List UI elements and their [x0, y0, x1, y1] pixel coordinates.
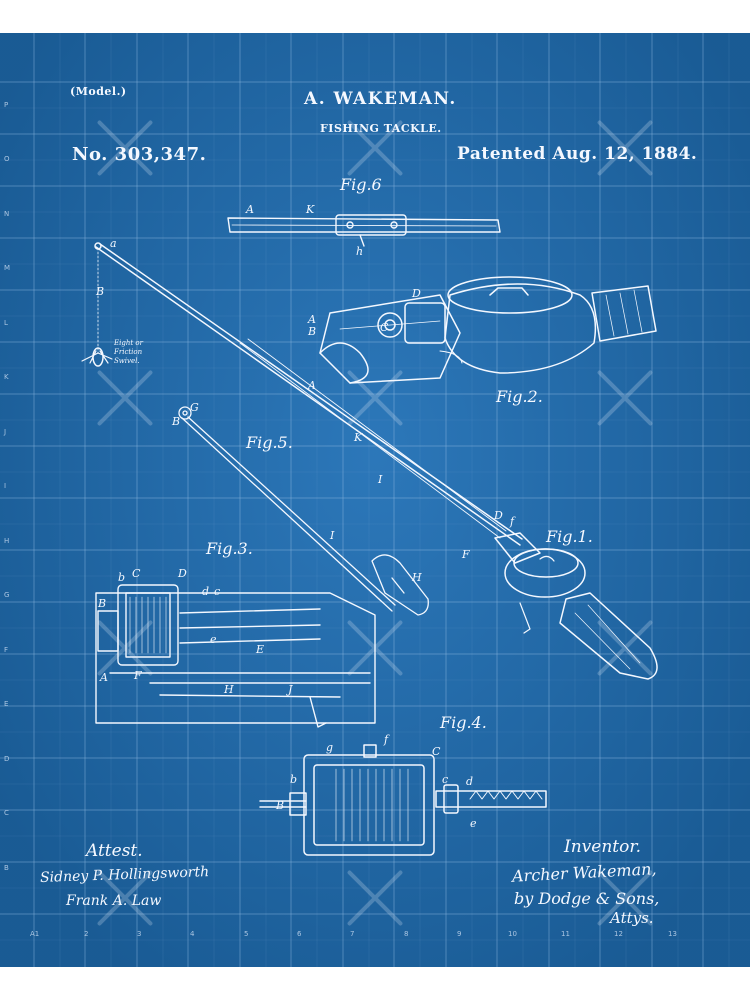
- svg-text:J: J: [286, 683, 293, 696]
- svg-text:G: G: [190, 401, 199, 414]
- svg-text:I: I: [329, 529, 335, 542]
- patent-number: No. 303,347.: [72, 144, 207, 165]
- blueprint-print: P O N M L K J I H G F E D C B A1 2 3 4 5…: [0, 33, 750, 967]
- ruler-bottom-label: 5: [244, 930, 249, 938]
- ruler-left-label: N: [4, 210, 10, 218]
- ruler-left-label: F: [4, 646, 9, 654]
- fig4-spool: [259, 744, 547, 856]
- fig3-label: Fig.3.: [206, 539, 253, 558]
- ruler-bottom-label: 11: [561, 930, 570, 938]
- fig5-line-guide: [178, 406, 429, 616]
- ruler-left-label: M: [4, 264, 11, 272]
- svg-text:C: C: [380, 321, 389, 334]
- svg-text:B: B: [307, 325, 316, 338]
- svg-text:d: d: [202, 585, 209, 598]
- svg-text:B: B: [275, 799, 284, 812]
- fig3-reel-section: [95, 584, 376, 728]
- svg-text:a: a: [110, 237, 117, 250]
- svg-text:h: h: [356, 245, 363, 258]
- ruler-left-label: P: [4, 101, 9, 109]
- fig4-label: Fig.4.: [440, 713, 487, 732]
- ruler-bottom-label: 10: [508, 930, 517, 938]
- svg-text:K: K: [353, 431, 363, 444]
- svg-text:b: b: [118, 571, 125, 584]
- attorney-label: Attys.: [610, 909, 654, 927]
- patent-title: FISHING TACKLE.: [320, 122, 442, 135]
- ruler-bottom-label: 8: [404, 930, 409, 938]
- svg-text:A: A: [307, 379, 316, 392]
- svg-text:D: D: [493, 509, 503, 522]
- ruler-left-label: I: [4, 482, 7, 490]
- ruler-left-label: E: [4, 700, 9, 708]
- ruler-left-label: C: [4, 809, 9, 817]
- svg-text:I: I: [377, 473, 383, 486]
- ruler-left-label: H: [4, 537, 10, 545]
- ruler-left-label: G: [4, 591, 10, 599]
- ruler-left-label: L: [4, 319, 8, 327]
- attorney-signature: by Dodge & Sons,: [514, 889, 660, 908]
- fig6-rod-joint: [227, 214, 501, 247]
- svg-text:D: D: [411, 287, 421, 300]
- witness-signature-2: Frank A. Law: [66, 893, 162, 909]
- ruler-bottom-label: 13: [668, 930, 677, 938]
- svg-text:F: F: [133, 669, 142, 682]
- ruler-left-label: B: [4, 864, 9, 872]
- svg-text:H: H: [411, 571, 422, 584]
- ruler-left-label: D: [4, 755, 10, 763]
- patent-drawing: aB AKh DAB CA KI DfF BG IH bCD dc eE BAF…: [81, 203, 658, 856]
- ruler-bottom-label: 4: [190, 930, 195, 938]
- ruler-bottom-label: 6: [297, 930, 302, 938]
- fig1-label: Fig.1.: [546, 527, 593, 546]
- svg-text:C: C: [432, 745, 441, 758]
- svg-text:D: D: [177, 567, 187, 580]
- ruler-bottom-label: 12: [614, 930, 623, 938]
- attest-label: Attest.: [86, 841, 143, 861]
- svg-text:c: c: [214, 585, 220, 598]
- ruler-bottom-label: 7: [350, 930, 355, 938]
- ruler-left-label: O: [4, 155, 10, 163]
- svg-text:F: F: [461, 548, 470, 561]
- ruler-left-label: J: [4, 428, 7, 436]
- svg-text:A: A: [245, 203, 254, 216]
- svg-text:C: C: [132, 567, 141, 580]
- inventor-label: Inventor.: [564, 837, 642, 857]
- patent-inventor-name: A. WAKEMAN.: [304, 89, 457, 109]
- svg-text:e: e: [210, 633, 217, 646]
- fig1-rod: [81, 242, 658, 680]
- fig2-reel: [319, 276, 657, 384]
- svg-text:B: B: [97, 597, 106, 610]
- svg-text:b: b: [290, 773, 297, 786]
- fig5-label: Fig.5.: [246, 433, 293, 452]
- svg-text:A: A: [99, 671, 108, 684]
- ruler-bottom-label: 3: [137, 930, 142, 938]
- svg-text:K: K: [305, 203, 315, 216]
- swivel-note: Eight or Friction Swivel.: [114, 339, 143, 365]
- ruler-bottom-label: 9: [457, 930, 462, 938]
- svg-text:f: f: [383, 733, 390, 746]
- fig2-label: Fig.2.: [496, 387, 543, 406]
- svg-text:f: f: [509, 515, 516, 528]
- svg-text:c: c: [442, 773, 448, 786]
- model-label: (Model.): [70, 85, 127, 98]
- ruler-bottom-label: 2: [84, 930, 89, 938]
- svg-text:B: B: [171, 415, 180, 428]
- svg-text:e: e: [470, 817, 477, 830]
- svg-text:B: B: [95, 285, 104, 298]
- ruler-left-label: K: [4, 373, 9, 381]
- svg-text:g: g: [326, 741, 333, 754]
- svg-text:E: E: [255, 643, 264, 656]
- patent-date: Patented Aug. 12, 1884.: [457, 144, 698, 164]
- fig6-label: Fig.6: [340, 175, 382, 194]
- ruler-bottom-label: A1: [30, 930, 40, 938]
- svg-text:d: d: [466, 775, 473, 788]
- svg-text:A: A: [307, 313, 316, 326]
- svg-text:H: H: [223, 683, 234, 696]
